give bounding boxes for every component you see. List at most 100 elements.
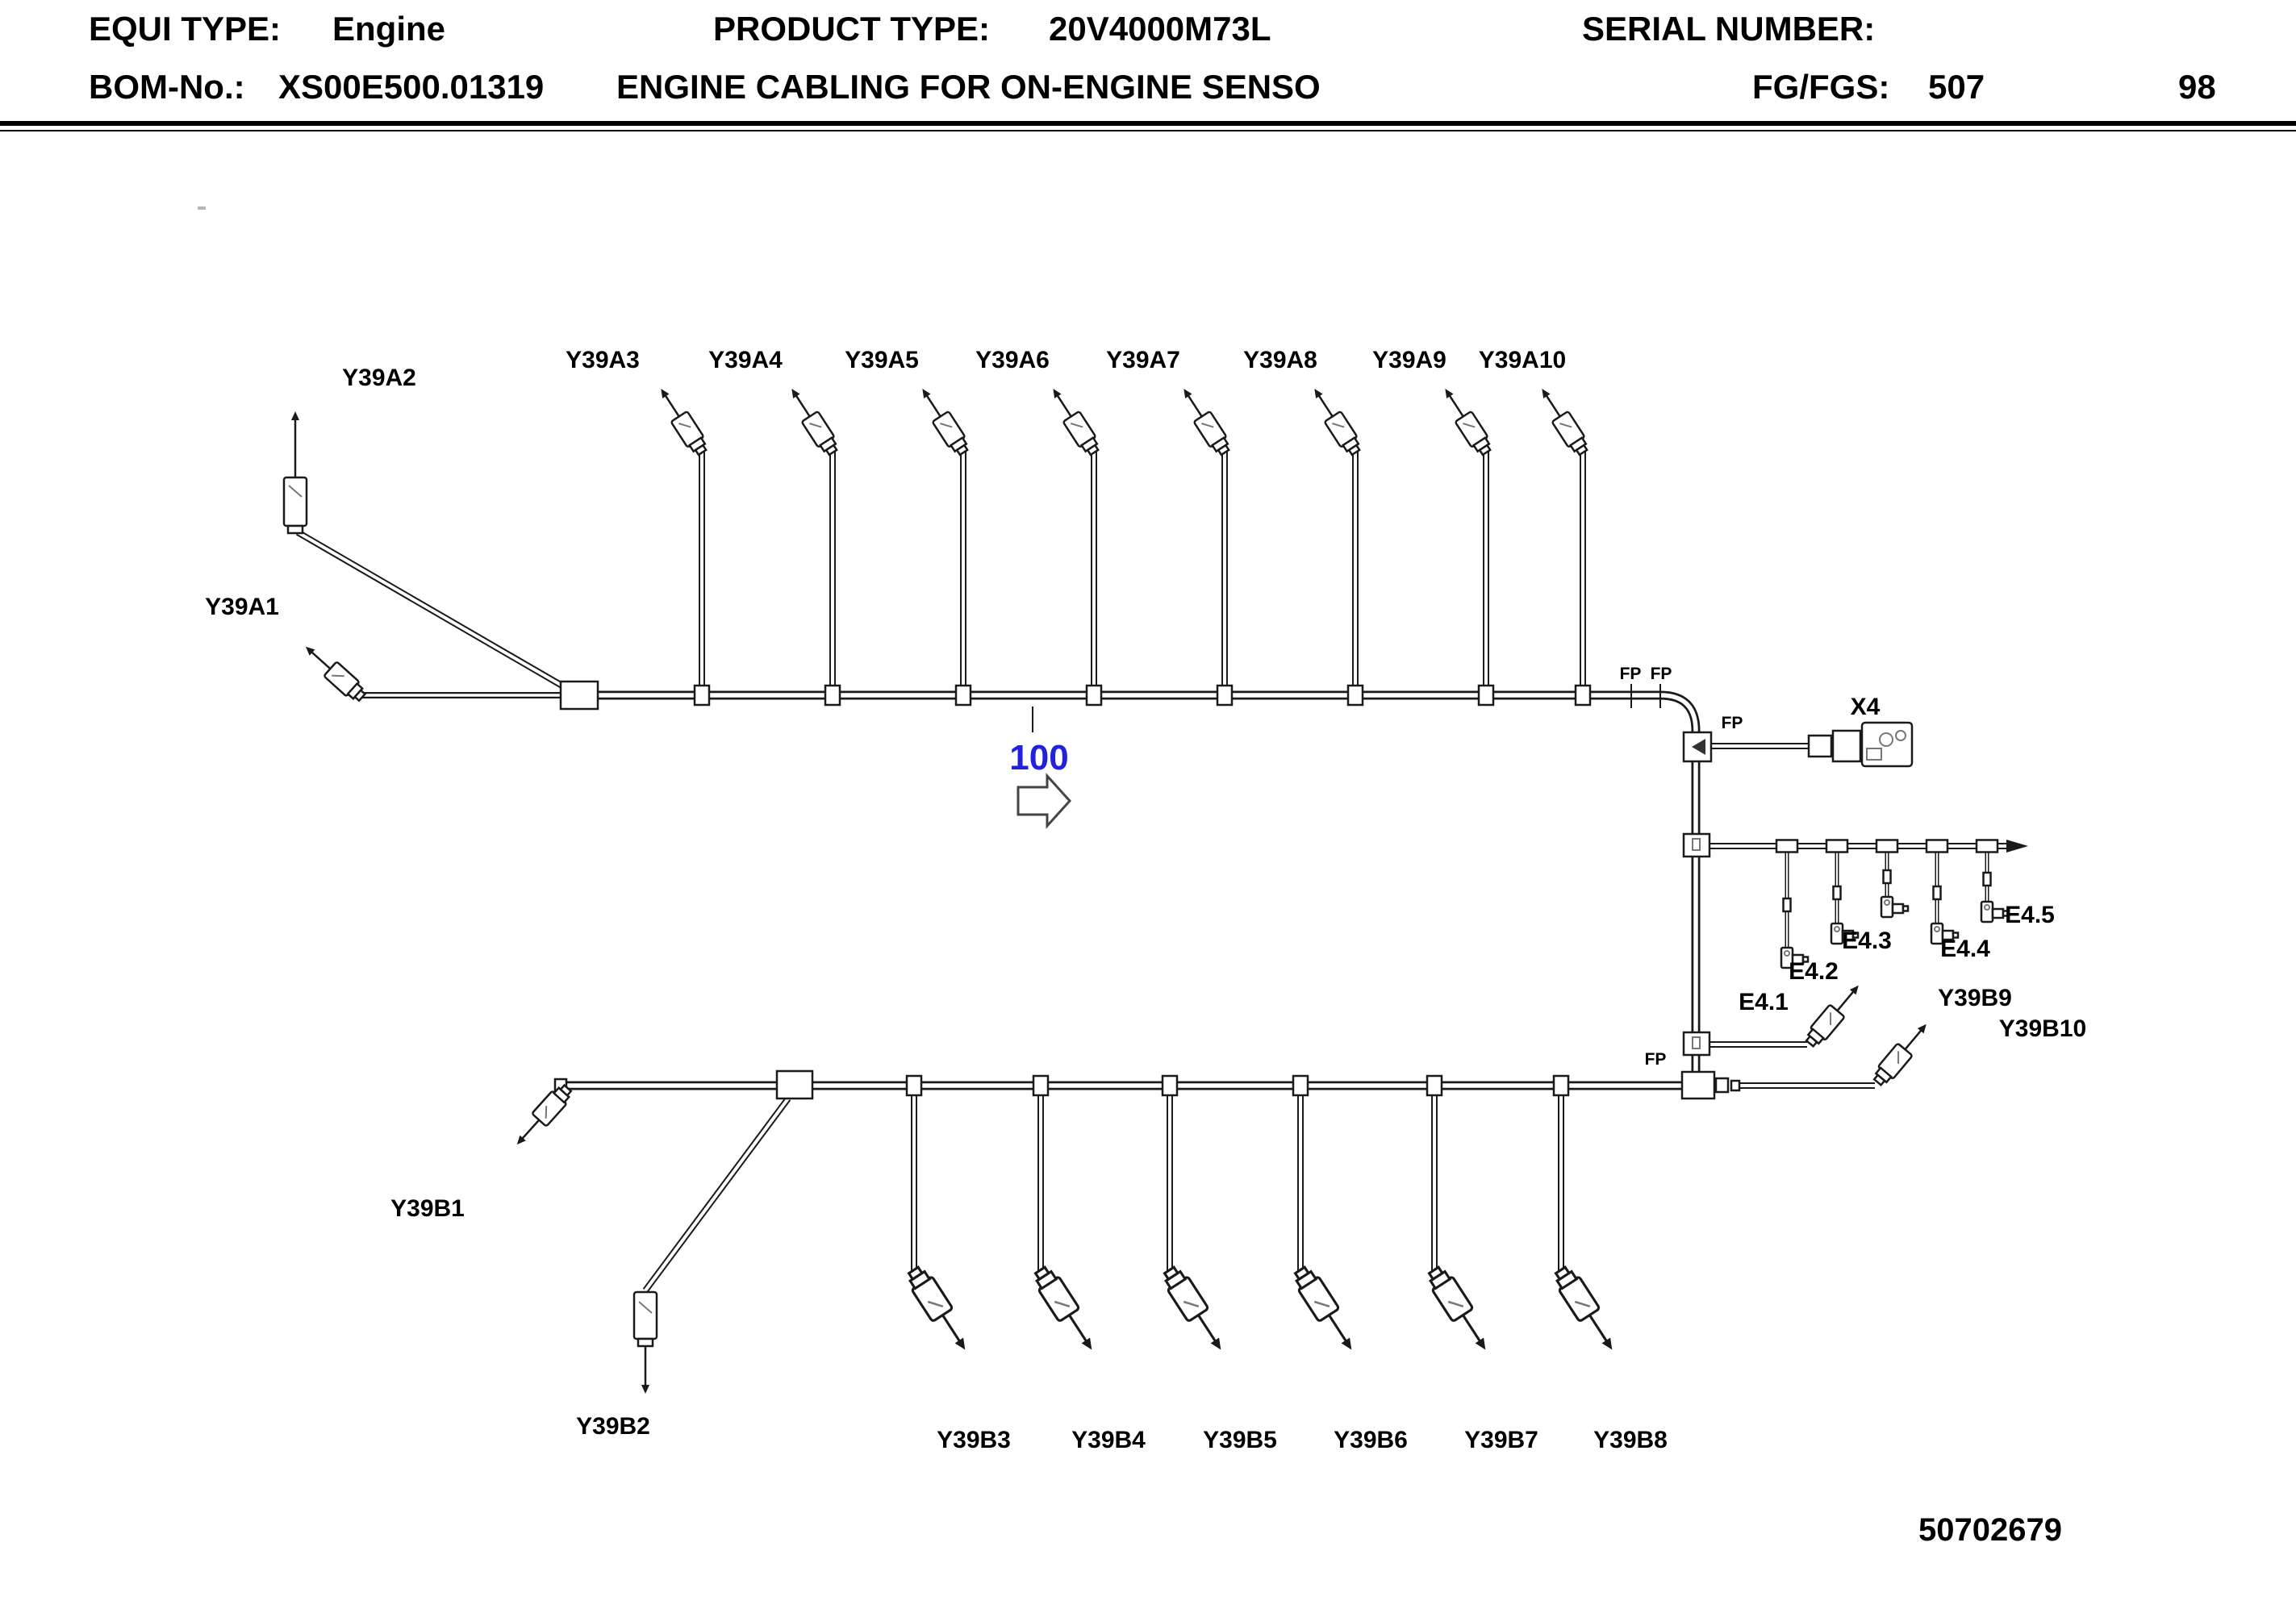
y39b9-tee-glyph — [1692, 1036, 1701, 1049]
label-y39b4: Y39B4 — [1071, 1427, 1146, 1453]
ferrule-e43 — [1882, 869, 1892, 885]
y39a2-cable-core — [296, 531, 566, 689]
x4-body — [1860, 721, 1914, 768]
bottom-bus-junction-box — [775, 1069, 814, 1100]
top-bus-junction-box — [559, 680, 599, 711]
tee-y39a9 — [1477, 684, 1495, 707]
callout-number: 100 — [1009, 738, 1068, 777]
tee-y39b8 — [1552, 1074, 1570, 1097]
x4-collar — [1807, 734, 1833, 758]
label-y39b5: Y39B5 — [1203, 1427, 1277, 1453]
label-y39b2: Y39B2 — [576, 1413, 650, 1440]
label-y39a9: Y39A9 — [1372, 347, 1446, 373]
top-bus-outline — [579, 690, 1701, 1086]
label-e44: E4.4 — [1940, 936, 1990, 962]
fg-fgs-value: 507 — [1928, 68, 1985, 106]
sensor-e45 — [1980, 900, 2010, 923]
tee-y39b6 — [1292, 1074, 1309, 1097]
ferrule-e41 — [1782, 897, 1792, 913]
label-y39a10: Y39A10 — [1479, 347, 1566, 373]
bottom-bus-collar-1 — [1714, 1077, 1730, 1094]
x4-body-detail-circle-1 — [1879, 732, 1893, 747]
ferrule-e42 — [1832, 885, 1842, 901]
tee-y39b5 — [1161, 1074, 1179, 1097]
bom-label: BOM-No.: — [89, 68, 245, 106]
sensor-y39b5 — [1158, 1262, 1233, 1358]
sensor-y39a1 — [298, 638, 370, 706]
bottom-drop-cables-outline — [911, 1090, 1564, 1273]
stub-e44 — [1925, 839, 1949, 853]
callout-block-arrow-icon — [1017, 773, 1072, 829]
page-title: ENGINE CABLING FOR ON-ENGINE SENSO — [616, 68, 1321, 106]
sensor-y39b7 — [1422, 1262, 1497, 1358]
sensor-y39a6 — [1044, 382, 1104, 459]
sensor-y39a9 — [1436, 382, 1496, 459]
sensor-y39a7 — [1175, 382, 1234, 459]
top-bus-core — [579, 693, 1698, 1086]
x4-body-detail-rect — [1866, 748, 1882, 761]
tee-y39b4 — [1032, 1074, 1050, 1097]
sensor-y39a8 — [1305, 382, 1365, 459]
label-y39b8: Y39B8 — [1593, 1427, 1668, 1453]
label-fp-3: FP — [1722, 714, 1743, 732]
label-y39a4: Y39A4 — [708, 347, 783, 373]
label-y39a1: Y39A1 — [205, 594, 279, 620]
label-y39b3: Y39B3 — [937, 1427, 1011, 1453]
e-rail-tee-glyph — [1692, 838, 1701, 851]
tee-y39a5 — [954, 684, 972, 707]
x4-connector — [1807, 721, 1914, 768]
label-y39a8: Y39A8 — [1243, 347, 1317, 373]
stub-e43 — [1875, 839, 1899, 853]
label-y39b7: Y39B7 — [1464, 1427, 1538, 1453]
tee-y39a6 — [1085, 684, 1103, 707]
product-type-label: PRODUCT TYPE: — [713, 10, 991, 48]
ferrule-e44 — [1932, 885, 1942, 901]
bottom-bus-collar-2 — [1730, 1079, 1741, 1092]
label-y39a7: Y39A7 — [1106, 347, 1180, 373]
x4-mid-block — [1831, 729, 1862, 763]
sensor-y39a5 — [913, 382, 973, 459]
stub-e41 — [1775, 839, 1799, 853]
sensor-y39b9 — [1801, 978, 1868, 1051]
sensors — [282, 382, 2010, 1394]
tee-y39b3 — [905, 1074, 923, 1097]
label-y39b6: Y39B6 — [1334, 1427, 1408, 1453]
sensor-y39b2 — [632, 1290, 658, 1394]
e-rail-tee-box — [1682, 832, 1711, 858]
tee-y39a3 — [693, 684, 711, 707]
label-fp-1: FP — [1620, 665, 1642, 683]
stub-e45 — [1975, 839, 1999, 853]
stub-e42 — [1825, 839, 1849, 853]
sensor-e43 — [1880, 895, 1910, 919]
label-e41: E4.1 — [1739, 989, 1789, 1015]
y39b2-cable-core — [644, 1097, 790, 1292]
harness-cables — [295, 448, 2028, 1293]
product-type-value: 20V4000M73L — [1049, 10, 1271, 48]
sensor-y39b8 — [1549, 1262, 1624, 1358]
fg-fgs-label: FG/FGS: — [1752, 68, 1890, 106]
top-drop-cables-core — [700, 448, 1584, 692]
sensor-y39b4 — [1029, 1262, 1104, 1358]
header-rule-thick — [0, 121, 2296, 126]
x4-tee-arrow-glyph — [1692, 739, 1705, 755]
bottom-bus-corner-box — [1680, 1070, 1716, 1100]
y39b9-tee-box — [1682, 1031, 1711, 1057]
print-artifact-dash — [198, 206, 206, 210]
e-rail-arrow-tip — [2006, 840, 2028, 853]
equi-type-value: Engine — [332, 10, 446, 48]
label-y39a2: Y39A2 — [342, 365, 416, 391]
serial-number-label: SERIAL NUMBER: — [1582, 10, 1876, 48]
header-rule-thin — [0, 130, 2296, 131]
x4-body-detail-circle-2 — [1895, 730, 1906, 741]
sensor-y39b1 — [508, 1080, 576, 1153]
sensor-y39a3 — [652, 382, 712, 459]
sensor-y39a10 — [1533, 382, 1593, 459]
label-e45: E4.5 — [2005, 902, 2055, 928]
sensor-y39b6 — [1288, 1262, 1363, 1358]
sensor-y39a2 — [282, 411, 308, 535]
junction-boxes — [553, 680, 1999, 1100]
label-e43: E4.3 — [1842, 928, 1892, 954]
equi-type-label: EQUI TYPE: — [89, 10, 282, 48]
